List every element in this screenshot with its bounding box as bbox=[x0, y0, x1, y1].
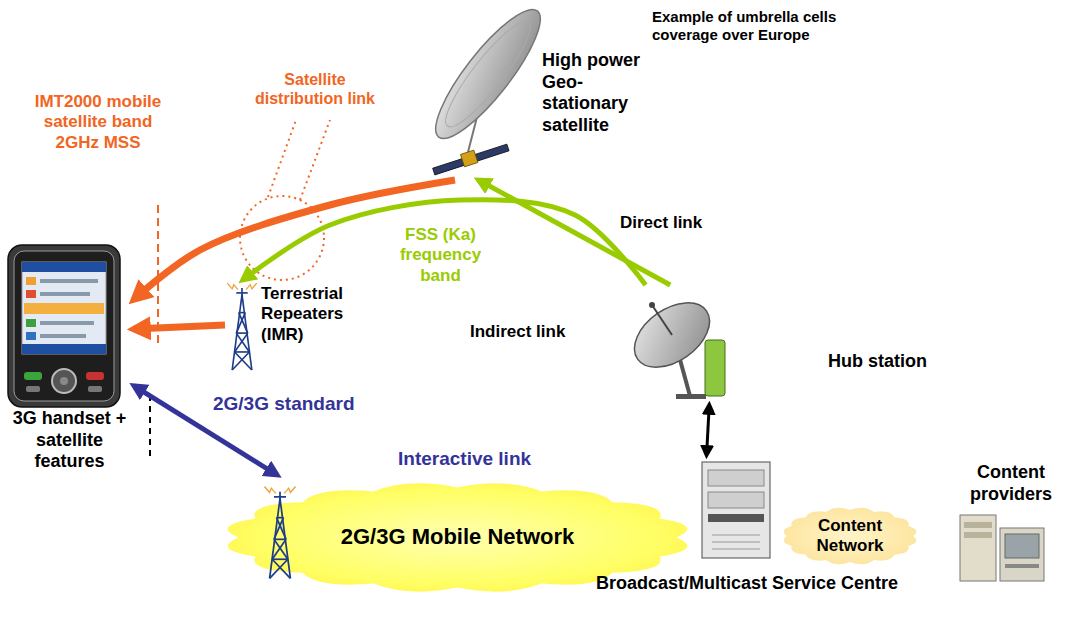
drawing-part bbox=[964, 522, 992, 528]
provider-server bbox=[960, 515, 1044, 581]
band-separator bbox=[149, 395, 151, 458]
drawing-part bbox=[26, 277, 36, 285]
handset-node: 3G handset + satellite features bbox=[5, 240, 134, 510]
distribution-callout bbox=[240, 120, 330, 280]
drawing-part bbox=[433, 144, 509, 175]
drawing-part bbox=[40, 279, 98, 283]
service-server bbox=[702, 462, 770, 558]
drawing-part bbox=[8, 245, 120, 407]
content-cloud: Content Network bbox=[775, 500, 925, 572]
satellite-node: High power Geo-stationary satellite bbox=[440, 10, 654, 180]
drawing-part bbox=[960, 515, 996, 581]
drawing-part bbox=[708, 514, 764, 522]
drawing-part bbox=[708, 470, 764, 486]
coverage-note: Example of umbrella cells coverage over … bbox=[652, 8, 867, 44]
feeder-link bbox=[479, 180, 671, 285]
drawing-part bbox=[40, 321, 94, 325]
node-label: Content Network bbox=[795, 516, 905, 557]
provider-node: Content providers bbox=[948, 462, 1072, 587]
link-label: Interactive link bbox=[398, 448, 568, 471]
edge-label: 2G/3G standard bbox=[213, 393, 383, 416]
hub-node: Hub station bbox=[630, 285, 942, 405]
repeater-node: Terrestrial Repeaters (IMR) bbox=[225, 280, 373, 370]
drawing-part bbox=[268, 120, 296, 197]
drawing-part bbox=[676, 394, 706, 399]
drawing-part bbox=[460, 150, 477, 167]
drawing-part bbox=[26, 386, 40, 392]
band-label: IMT2000 mobile satellite band 2GHz MSS bbox=[28, 92, 168, 153]
drawing-part bbox=[705, 340, 725, 396]
drawing-part bbox=[1000, 528, 1044, 581]
drawing-part bbox=[60, 377, 68, 385]
drawing-part bbox=[26, 332, 36, 340]
node-label: 3G handset + satellite features bbox=[7, 408, 132, 473]
drawing-part bbox=[1005, 534, 1039, 558]
hub-dish bbox=[623, 290, 725, 399]
edge-label: Indirect link bbox=[470, 322, 590, 342]
satellite-picture bbox=[421, 0, 554, 175]
drawing-part bbox=[22, 262, 106, 354]
drawing-part bbox=[964, 532, 992, 538]
node-label: Broadcast/Multicast Service Centre bbox=[582, 573, 912, 595]
link-callout: Satellite distribution link bbox=[245, 70, 385, 108]
drawing-part bbox=[708, 492, 764, 508]
service-link bbox=[707, 405, 710, 455]
drawing-part bbox=[88, 386, 102, 392]
drawing-part bbox=[712, 542, 760, 543]
drawing-part bbox=[86, 372, 104, 380]
node-label: Hub station bbox=[828, 351, 938, 373]
repeater-link bbox=[134, 325, 225, 329]
drawing-part bbox=[421, 0, 554, 151]
drawing-part bbox=[40, 334, 86, 338]
drawing-part bbox=[40, 292, 90, 296]
drawing-part bbox=[300, 120, 330, 200]
drawing-part bbox=[712, 549, 760, 550]
drawing-part bbox=[22, 262, 106, 272]
drawing-part bbox=[26, 290, 36, 298]
node-label: Terrestrial Repeaters (IMR) bbox=[261, 284, 369, 345]
drawing-part bbox=[1005, 564, 1039, 568]
drawing-part bbox=[652, 305, 672, 335]
drawing-part bbox=[436, 13, 541, 135]
mobile-tower bbox=[264, 486, 295, 578]
handset-picture bbox=[8, 245, 120, 407]
drawing-part bbox=[24, 303, 104, 314]
node-label: High power Geo-stationary satellite bbox=[542, 50, 650, 136]
drawing-part bbox=[22, 344, 106, 354]
drawing-part bbox=[52, 369, 76, 393]
node-label: 2G/3G Mobile Network bbox=[308, 524, 608, 550]
node-label: Content providers bbox=[950, 462, 1072, 505]
drawing-part bbox=[702, 462, 770, 558]
band-label: FSS (Ka) frequency band bbox=[388, 225, 493, 286]
drawing-part bbox=[26, 319, 36, 327]
drawing-part bbox=[649, 302, 655, 308]
repeater-tower bbox=[227, 283, 257, 370]
drawing-part bbox=[14, 251, 114, 401]
cloud-fill bbox=[784, 508, 917, 565]
drawing-part bbox=[712, 535, 760, 536]
drawing-part bbox=[24, 372, 42, 380]
edge-label: Direct link bbox=[620, 213, 740, 233]
